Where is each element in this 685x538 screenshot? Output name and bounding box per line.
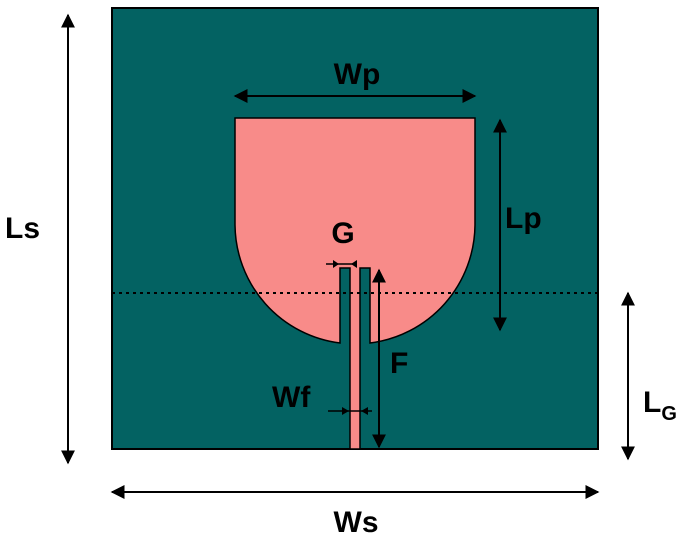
lg-label-main: L bbox=[643, 386, 661, 419]
lg-label: LG bbox=[643, 386, 677, 425]
g-arrow-right bbox=[351, 260, 357, 268]
g-arrow-left bbox=[333, 260, 339, 268]
g-label: G bbox=[331, 217, 354, 250]
wp-label: Wp bbox=[334, 58, 381, 91]
wf-arrow-right bbox=[361, 407, 368, 415]
ws-label: Ws bbox=[334, 506, 379, 538]
lg-label-subscript: G bbox=[661, 403, 677, 425]
radiating-patch bbox=[234, 117, 476, 450]
wf-arrow-left bbox=[342, 407, 349, 415]
wf-label: Wf bbox=[272, 381, 311, 414]
f-label: F bbox=[390, 347, 408, 380]
lp-label: Lp bbox=[505, 202, 542, 235]
ls-label: Ls bbox=[5, 212, 40, 245]
